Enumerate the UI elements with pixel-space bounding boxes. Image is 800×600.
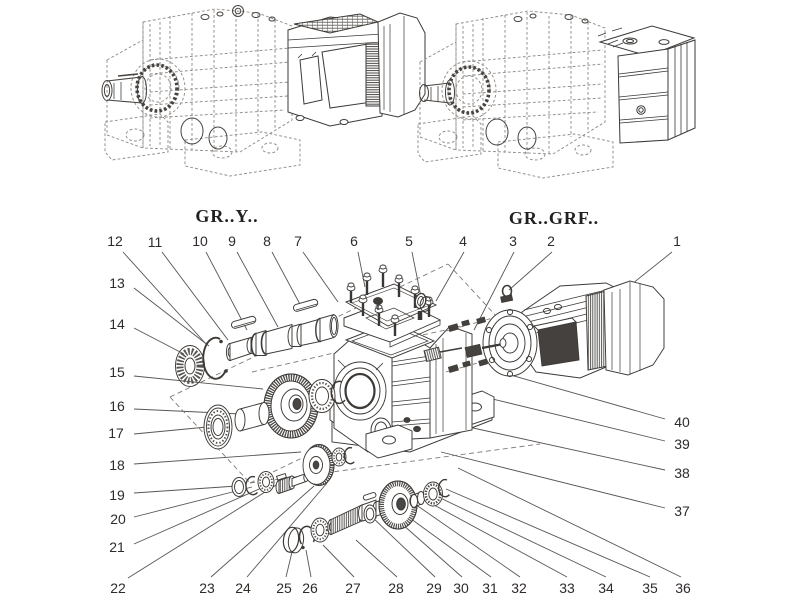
- svg-text:2: 2: [547, 233, 555, 249]
- svg-text:26: 26: [302, 580, 318, 596]
- svg-text:6: 6: [350, 233, 358, 249]
- svg-text:38: 38: [674, 465, 690, 481]
- svg-text:1: 1: [673, 233, 681, 249]
- svg-text:28: 28: [388, 580, 404, 596]
- svg-text:12: 12: [107, 233, 123, 249]
- svg-text:33: 33: [559, 580, 575, 596]
- svg-text:37: 37: [674, 503, 690, 519]
- svg-text:24: 24: [235, 580, 251, 596]
- svg-text:10: 10: [192, 233, 208, 249]
- svg-text:29: 29: [426, 580, 442, 596]
- svg-text:31: 31: [482, 580, 498, 596]
- svg-text:27: 27: [345, 580, 361, 596]
- svg-text:13: 13: [109, 275, 125, 291]
- svg-text:GR..GRF..: GR..GRF..: [509, 208, 599, 228]
- svg-text:14: 14: [109, 316, 125, 332]
- svg-text:40: 40: [674, 414, 690, 430]
- svg-text:39: 39: [674, 436, 690, 452]
- svg-text:23: 23: [199, 580, 215, 596]
- svg-text:20: 20: [110, 511, 126, 527]
- svg-text:7: 7: [294, 233, 302, 249]
- svg-text:8: 8: [263, 233, 271, 249]
- svg-text:34: 34: [598, 580, 614, 596]
- svg-text:16: 16: [109, 398, 125, 414]
- svg-text:17: 17: [108, 425, 124, 441]
- svg-text:9: 9: [228, 233, 236, 249]
- svg-text:25: 25: [276, 580, 292, 596]
- svg-text:32: 32: [511, 580, 527, 596]
- svg-text:15: 15: [109, 364, 125, 380]
- svg-text:GR..Y..: GR..Y..: [195, 206, 258, 226]
- svg-text:35: 35: [642, 580, 658, 596]
- svg-text:18: 18: [109, 457, 125, 473]
- svg-text:30: 30: [453, 580, 469, 596]
- svg-text:36: 36: [675, 580, 691, 596]
- svg-text:5: 5: [405, 233, 413, 249]
- svg-text:22: 22: [110, 580, 126, 596]
- svg-text:21: 21: [109, 539, 125, 555]
- svg-text:11: 11: [148, 234, 163, 250]
- svg-text:19: 19: [109, 487, 125, 503]
- svg-text:3: 3: [509, 233, 517, 249]
- svg-text:4: 4: [459, 233, 467, 249]
